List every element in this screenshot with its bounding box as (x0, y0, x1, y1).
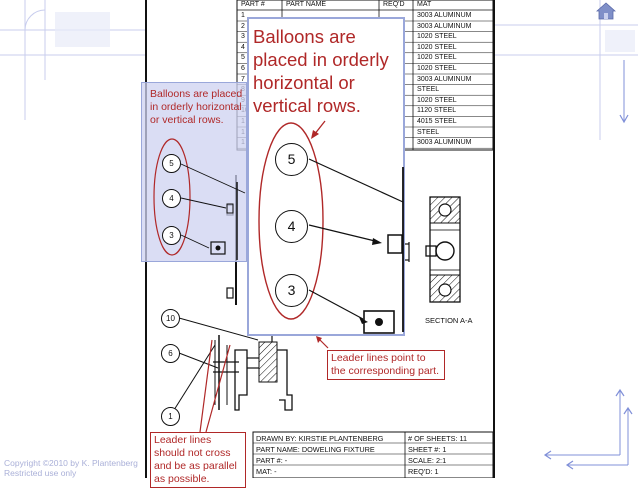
table-cell-mat: 1120 STEEL (417, 107, 457, 115)
table-cell-mat: 3003 ALUMINUM (417, 22, 472, 30)
decorative-arrows (495, 0, 638, 470)
callout-small-figure (153, 138, 246, 260)
title-part-no: PART #: - (256, 456, 288, 465)
section-label: SECTION A-A (425, 316, 473, 325)
table-cell-mat: 1020 STEEL (417, 65, 457, 72)
balloon-lower: 6 (161, 344, 180, 363)
table-cell-mat: 1020 STEEL (417, 96, 457, 104)
table-cell-mat: STEEL (417, 86, 440, 94)
title-drawn-by: DRAWN BY: KIRSTIE PLANTENBERG (256, 434, 384, 443)
callout-small (141, 82, 247, 262)
table-cell-part-num: 4 (241, 43, 245, 51)
balloon-big: 3 (275, 274, 308, 307)
table-cell-part-num: 1 (241, 12, 245, 19)
table-cell-mat: 4015 STEEL (417, 118, 457, 125)
copyright-line2: Restricted use only (4, 468, 77, 478)
col-header-reqd: REQ'D (383, 1, 405, 8)
home-icon[interactable] (596, 2, 616, 20)
assembly-view (213, 335, 293, 411)
title-scale: SCALE: 2:1 (408, 456, 447, 465)
balloon-big: 5 (275, 143, 308, 176)
callout-big (247, 17, 405, 336)
table-cell-mat: 3003 ALUMINUM (417, 12, 472, 19)
decorative-crosshairs (0, 0, 145, 120)
table-cell-part-num: 7 (241, 75, 245, 83)
table-cell-part-num: 6 (241, 65, 245, 72)
col-header-part-name: PART NAME (286, 1, 327, 8)
title-part-name: PART NAME: DOWELING FIXTURE (256, 445, 375, 454)
balloon-lower: 10 (161, 309, 180, 328)
table-cell-mat: 3003 ALUMINUM (417, 75, 472, 83)
table-cell-part-num: 5 (241, 54, 245, 62)
table-cell-mat: STEEL (417, 128, 440, 136)
table-cell-part-num: 3 (241, 33, 245, 41)
copyright-line1: Copyright ©2010 by K. Plantenberg (4, 458, 138, 468)
col-header-mat: MAT (417, 1, 432, 8)
col-header-part-num: PART # (241, 1, 265, 8)
title-sheets: # OF SHEETS: 11 (408, 434, 468, 443)
title-sheet: SHEET #: 1 (408, 445, 447, 454)
annotation-leader-cross: Leader lines should not cross and be as … (150, 432, 246, 488)
balloon-lower: 1 (161, 407, 180, 426)
callout-big-figure (258, 120, 404, 334)
table-cell-mat: 3003 ALUMINUM (417, 139, 472, 147)
title-reqd: REQ'D: 1 (408, 467, 439, 476)
section-view (402, 196, 461, 303)
table-cell-mat: 1020 STEEL (417, 54, 457, 62)
copyright: Copyright ©2010 by K. Plantenberg Restri… (4, 458, 138, 478)
balloon-small: 5 (162, 154, 181, 173)
balloon-big: 4 (275, 210, 308, 243)
table-cell-mat: 1020 STEEL (417, 43, 457, 51)
title-mat: MAT: - (256, 467, 277, 476)
balloon-small: 3 (162, 226, 181, 245)
annotation-leader-point: Leader lines point to the corresponding … (327, 350, 445, 380)
table-cell-mat: 1020 STEEL (417, 33, 457, 41)
callout-big-text: Balloons are placed in orderly horizonta… (253, 26, 389, 116)
table-cell-part-num: 2 (241, 22, 245, 30)
balloon-small: 4 (162, 189, 181, 208)
callout-small-text: Balloons are placed in orderly horizonta… (150, 88, 243, 126)
